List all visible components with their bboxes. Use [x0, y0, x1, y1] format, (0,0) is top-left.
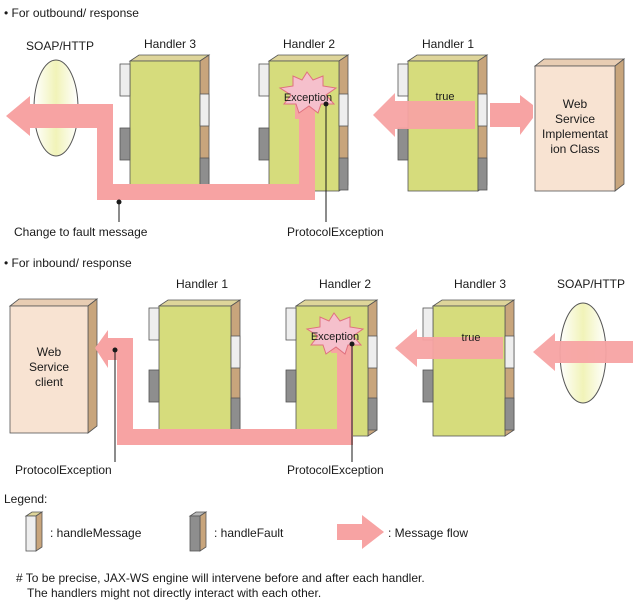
legend-handle-message-swatch	[24, 511, 44, 552]
note-line-1: # To be precise, JAX-WS engine will inte…	[16, 571, 425, 585]
top-handler-2-label: Handler 2	[283, 37, 335, 51]
legend-handle-message-label: : handleMessage	[50, 526, 142, 540]
bottom-client-line-1: Web	[37, 345, 62, 359]
bottom-handler-3-label: Handler 3	[454, 277, 506, 291]
bottom-handler-2-label: Handler 2	[319, 277, 371, 291]
bottom-flow-arrow-from-soap	[533, 333, 633, 371]
legend-message-flow-swatch	[337, 515, 384, 549]
bottom-true-label: true	[462, 332, 481, 344]
top-exception-burst	[278, 71, 338, 114]
bottom-client-line-2: Service	[29, 360, 69, 374]
top-exception-label: Exception	[284, 92, 332, 104]
top-soap-label: SOAP/HTTP	[26, 39, 94, 53]
legend-title: Legend:	[4, 492, 47, 506]
top-protocol-callout: ProtocolException	[287, 225, 384, 239]
top-true-label: true	[436, 91, 455, 103]
top-flow-arrow-into-handler-1	[490, 95, 533, 135]
bottom-client-line-3: client	[35, 375, 64, 389]
bottom-exception-burst	[305, 312, 365, 355]
top-service-line-1: Web	[563, 97, 588, 111]
bottom-exception-label: Exception	[311, 331, 359, 343]
bottom-handler-1-box	[148, 299, 242, 437]
top-service-box	[533, 58, 626, 192]
bottom-soap-label: SOAP/HTTP	[557, 277, 625, 291]
bottom-handler-3-box	[422, 299, 516, 437]
top-handler-3-box	[119, 54, 211, 192]
note-line-2: The handlers might not directly interact…	[27, 586, 321, 600]
top-heading: • For outbound/ response	[4, 6, 139, 20]
top-handler-3-label: Handler 3	[144, 37, 196, 51]
top-service-line-4: ion Class	[550, 142, 599, 156]
bottom-handler-1-label: Handler 1	[176, 277, 228, 291]
legend-message-flow-label: : Message flow	[388, 526, 468, 540]
legend-handle-fault-label: : handleFault	[214, 526, 284, 540]
top-fault-return-path	[6, 96, 315, 200]
bottom-protocol-callout-left: ProtocolException	[15, 463, 112, 477]
bottom-client-box	[8, 298, 99, 434]
top-handler-1-label: Handler 1	[422, 37, 474, 51]
bottom-heading: • For inbound/ response	[4, 256, 132, 270]
legend-handle-fault-swatch	[188, 511, 208, 552]
bottom-flow-arrow-handler-3-to-2	[395, 329, 503, 367]
top-fault-callout: Change to fault message	[14, 225, 148, 239]
top-flow-arrow-handler-1-to-2	[373, 93, 475, 137]
bottom-protocol-callout-right: ProtocolException	[287, 463, 384, 477]
top-service-line-2: Service	[555, 112, 595, 126]
bottom-fault-return-path	[95, 330, 353, 445]
top-service-line-3: Implementat	[542, 127, 609, 141]
